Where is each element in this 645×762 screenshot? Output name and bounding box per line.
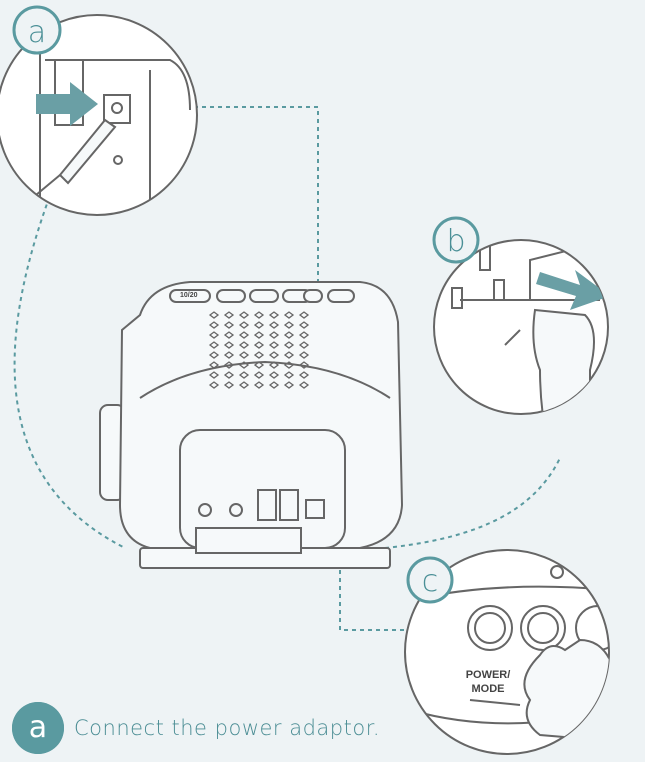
switch-1 bbox=[258, 490, 276, 520]
top-button-power bbox=[328, 290, 354, 302]
clock-radio bbox=[100, 282, 402, 568]
jack-middle bbox=[230, 504, 242, 516]
cable-curve-right bbox=[385, 458, 560, 548]
switch-2 bbox=[280, 490, 298, 520]
step-b-label: b bbox=[446, 224, 465, 259]
label-plate bbox=[196, 528, 301, 553]
caption: a Connect the power adaptor. bbox=[12, 702, 380, 754]
caption-text: Connect the power adaptor. bbox=[74, 716, 380, 740]
top-button-3 bbox=[250, 290, 278, 302]
power-mode-label-line2: MODE bbox=[472, 683, 505, 695]
top-button-label: 10/20 bbox=[180, 292, 198, 299]
step-c-label: c bbox=[422, 564, 439, 599]
caption-badge: a bbox=[12, 702, 64, 754]
zoom-circle-a: a bbox=[0, 7, 197, 215]
dc-in-socket bbox=[306, 500, 324, 518]
top-button-5 bbox=[304, 290, 322, 302]
jack-left bbox=[199, 504, 211, 516]
zoom-circle-b: b bbox=[434, 218, 610, 480]
step-a-label: a bbox=[28, 15, 46, 50]
zoom-circle-c: c POWER/ MODE bbox=[405, 550, 632, 754]
power-mode-label-line1: POWER/ bbox=[466, 669, 511, 681]
top-button-2 bbox=[217, 290, 245, 302]
